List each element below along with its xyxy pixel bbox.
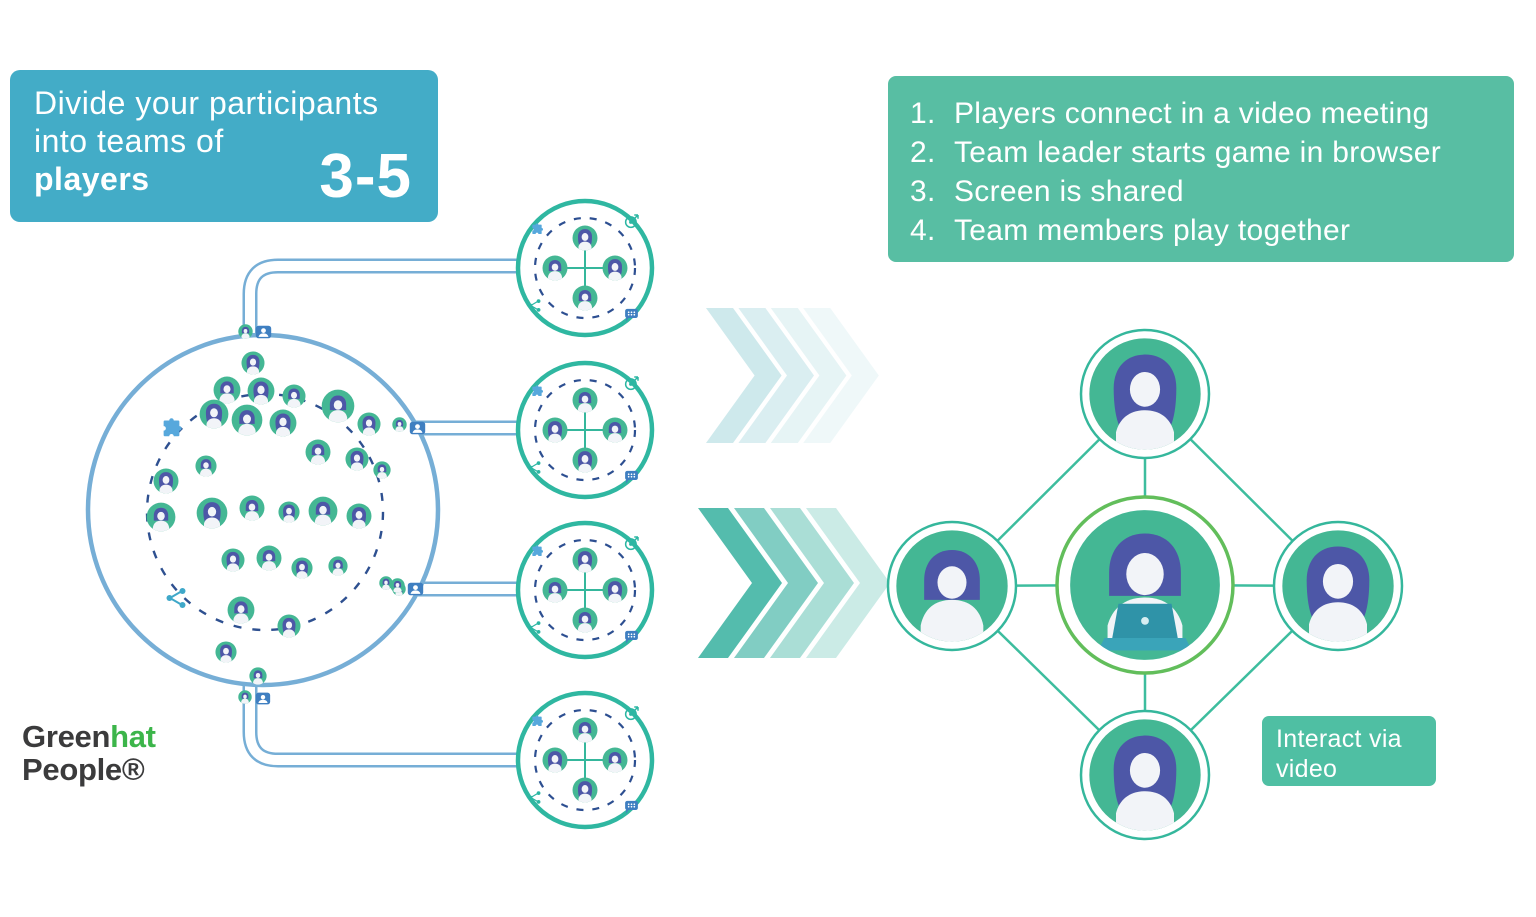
step-number: 1. (910, 97, 936, 130)
teal-box-line2: into teams of (34, 123, 224, 159)
greenhat-people-logo: Greenhat People® (22, 720, 156, 786)
step-text: Players connect in a video meeting (954, 97, 1430, 130)
teal-box-line1: Divide your participants (34, 85, 379, 121)
step-number: 2. (910, 136, 936, 169)
video-label-text: Interact via video (1276, 725, 1402, 783)
chevron-right-icon (734, 508, 818, 658)
team-circle-2 (515, 360, 655, 500)
puzzle-icon (532, 545, 543, 556)
chevrons-lower (698, 508, 890, 658)
person-badge-icon (255, 325, 272, 339)
divide-participants-box: Divide your participants into teams of p… (10, 70, 438, 222)
network-node-center-team-leader (1055, 495, 1235, 675)
team-pipes (242, 258, 522, 768)
team-circle-4 (515, 690, 655, 830)
puzzle-icon (532, 715, 543, 726)
step-text: Team leader starts game in browser (954, 136, 1442, 169)
chevron-right-icon (706, 308, 782, 443)
team-dashed-ring (533, 708, 637, 812)
team-circle-3 (515, 520, 655, 660)
avatar-with-laptop (1070, 510, 1220, 660)
logo-green-part: Green (22, 719, 111, 754)
chevron-right-icon (770, 508, 854, 658)
chat-grid-icon (625, 308, 638, 322)
puzzle-icon (163, 418, 182, 437)
chevron-right-icon (806, 508, 890, 658)
chat-grid-icon (625, 630, 638, 644)
team-dashed-ring (533, 378, 637, 482)
team-dashed-ring (533, 216, 637, 320)
team-circle-1 (515, 198, 655, 338)
pipe-team-1 (242, 258, 522, 340)
chevron-right-icon (803, 308, 879, 443)
person-badge-icon (407, 582, 424, 596)
network-node-top (1079, 328, 1211, 460)
step-text: Team members play together (954, 214, 1351, 247)
steps-box: 1. Players connect in a video meeting 2.… (888, 76, 1514, 262)
step-text: Screen is shared (954, 175, 1184, 208)
network-node-bottom (1079, 709, 1211, 841)
step-item: 4. Team members play together (910, 211, 1492, 250)
network-node-left (886, 520, 1018, 652)
chat-grid-icon (625, 800, 638, 814)
chevron-right-icon (698, 508, 782, 658)
step-number: 4. (910, 214, 936, 247)
participants-pool (85, 324, 441, 705)
puzzle-icon (532, 385, 543, 396)
step-item: 2. Team leader starts game in browser (910, 133, 1492, 172)
step-item: 1. Players connect in a video meeting (910, 94, 1492, 133)
person-badge-icon (409, 421, 426, 435)
logo-line2: People® (22, 752, 145, 787)
logo-hat-part: hat (110, 719, 156, 754)
step-number: 3. (910, 175, 936, 208)
chevron-right-icon (738, 308, 814, 443)
team-dashed-ring (533, 538, 637, 642)
person-badge-icon (255, 692, 271, 705)
puzzle-icon (532, 223, 543, 234)
chevron-right-icon (770, 308, 847, 443)
video-network (886, 328, 1404, 841)
chat-grid-icon (625, 470, 638, 484)
network-node-right (1272, 520, 1404, 652)
interact-via-video-label: Interact via video (1262, 716, 1436, 786)
step-item: 3. Screen is shared (910, 172, 1492, 211)
pipe-team-4 (242, 680, 522, 768)
teal-box-line3: players (34, 161, 150, 197)
chevrons-upper (706, 308, 879, 443)
team-size-number: 3-5 (319, 142, 412, 211)
team-circles (515, 198, 655, 830)
logo-line1: Greenhat (22, 720, 156, 753)
